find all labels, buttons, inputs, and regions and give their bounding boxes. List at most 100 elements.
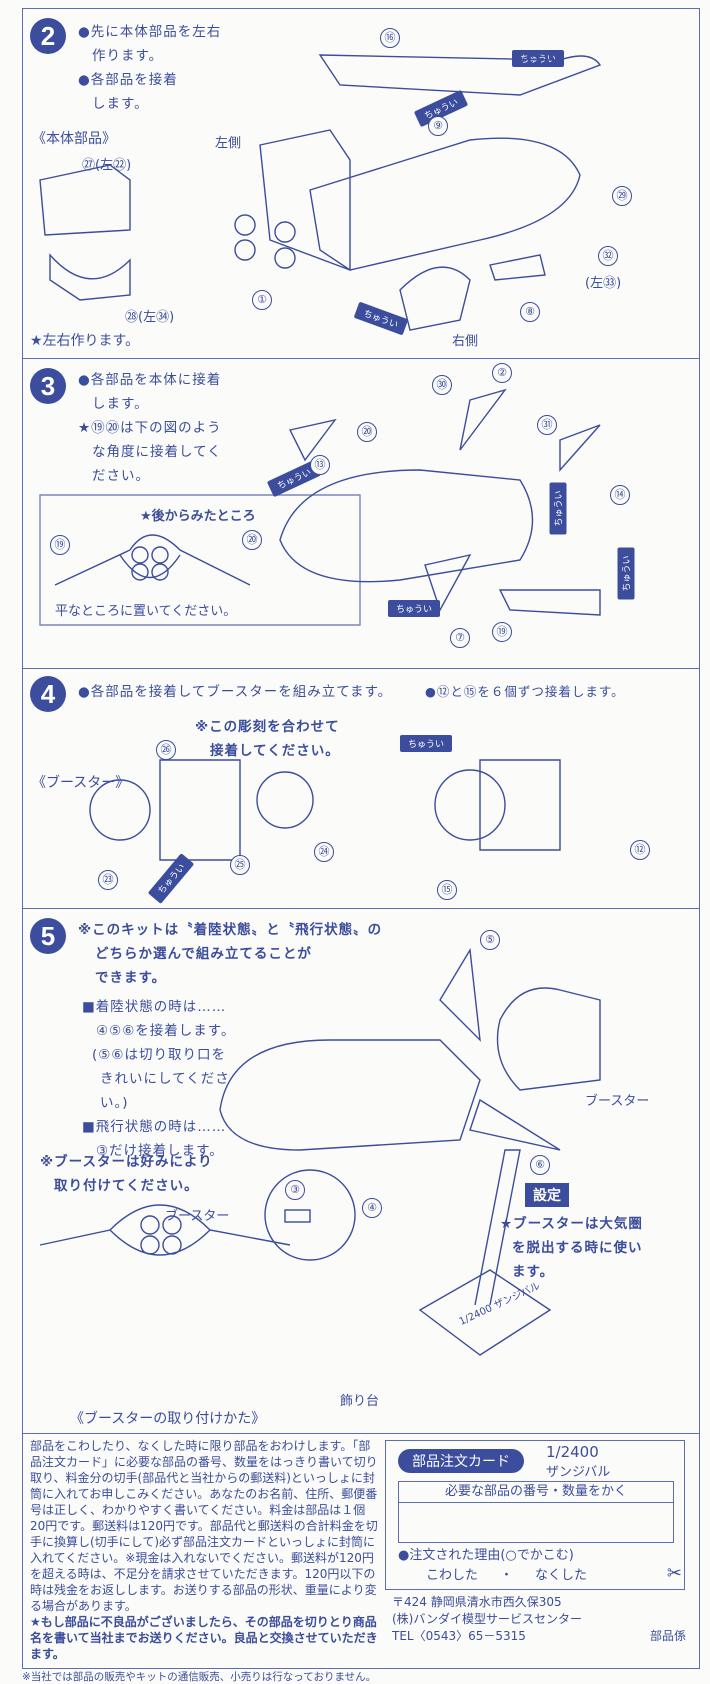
reason-options: こわした ・ なくした [426,1567,587,1585]
line: します。 [92,96,149,112]
line: できます。 [95,970,167,986]
reason-broke[interactable]: こわした [426,1568,479,1583]
defect-note: ★もし部品に不良品がございましたら、その部品を切りとり商品名を書いて当社までお送… [30,1615,378,1661]
part-16: ⑯ [380,28,400,48]
parts-order-card: 部品注文カード 1/2400 ザンジバル 必要な部品の番号・数量をかく ●注文さ… [385,1440,685,1590]
order-panel [22,1433,700,1669]
part-26: ㉖ [156,740,176,760]
rear-view-note: 平なところに置いてください。 [55,604,237,619]
footnote: ※当社では部品の販売やキットの通信販売、小売りは行なっておりません。 [22,1671,377,1683]
card-title: 部品注文カード [398,1449,524,1473]
company-block: 〒424 静岡県清水市西久保305 (株)バンダイ模型サービスセンター TEL〈… [392,1594,692,1645]
company-name: (株)バンダイ模型サービスセンター [392,1612,582,1626]
line: を脱出する時に使い [512,1240,643,1256]
scissors-icon: ✂ [666,1563,682,1584]
part-15: ⑮ [437,880,457,900]
line: ※ブースターは好みにより [40,1154,213,1170]
order-instructions: 部品をこわしたり、なくした時に限り部品をおわけします。「部品注文カード」に必要な… [30,1438,380,1662]
booster-attach-caption: 《ブースターの取り付けかた》 [70,1411,266,1427]
part-7: ⑦ [450,628,470,648]
line: します。 [92,396,149,412]
separator: ・ [500,1568,514,1583]
company-address: 〒424 静岡県清水市西久保305 [392,1595,562,1609]
step-5-panel [22,908,700,1433]
parts-write-box[interactable]: 必要な部品の番号・数量をかく [398,1481,674,1543]
step-3-number: 3 [30,368,66,404]
part-23: ㉓ [98,870,118,890]
part-4: ④ [362,1198,382,1218]
part-8: ⑧ [520,302,540,322]
landing-title: ■着陸状態の時は…… [82,999,227,1015]
company-dept: 部品係 [649,1629,686,1643]
line: ●各部品を本体に接着 [78,372,222,388]
note-make-both-sides: ★左右作ります。 [30,333,140,349]
write-header: 必要な部品の番号・数量をかく [399,1482,673,1503]
booster-label: ブースター [585,1094,650,1109]
reason-lost[interactable]: なくした [535,1568,588,1583]
part-6: ⑥ [530,1155,550,1175]
line: ※この彫刻を合わせて [195,719,340,735]
part-29: ㉙ [612,186,632,206]
line: どちらか選んで組み立てることが [95,946,312,962]
step-3-instructions: ●各部品を本体に接着します。 ★⑲⑳は下の図のような角度に接着してください。 [78,368,222,488]
step-4-instruction: ●各部品を接着してブースターを組み立てます。 [78,684,393,700]
line: ④⑤⑥を接着します。 [96,1023,236,1039]
line: ●先に本体部品を左右 [78,24,222,40]
part-25: ㉕ [230,855,250,875]
ship-drawing [219,1039,481,1151]
part-20: ⑳ [242,530,262,550]
line: 作ります。 [92,48,164,64]
step-4-panel [22,668,700,908]
reason-label: ●注文された理由(○でかこむ) [398,1548,574,1563]
part-12: ⑫ [630,840,650,860]
line: ★⑲⑳は下の図のよう [78,420,222,436]
line: きれいにしてくださ [100,1071,230,1087]
part-13: ⑬ [310,455,330,475]
body-parts-subtitle: 《本体部品》 [32,131,116,147]
step-3-panel [22,358,700,668]
setting-badge: 設定 [525,1183,569,1207]
part-19: ⑲ [50,535,70,555]
line: い。) [100,1095,129,1111]
step-2-instructions: ●先に本体部品を左右作ります。 ●各部品を接着します。 [78,20,221,116]
line: ださい。 [92,468,150,484]
caution-tag: ちゅうい [400,735,453,752]
ship-drawing [279,469,534,583]
line: ★ブースターは大気圏 [500,1216,643,1232]
line: (⑤⑥は切り取り口を [92,1047,226,1063]
part-32: ㉜ [598,246,618,266]
part-31: ㉛ [537,415,557,435]
right-hull-drawing [399,266,471,331]
card-scale: 1/2400 [546,1443,599,1461]
step-4-right-instruction: ●⑫と⑮を６個ずつ接着します。 [425,684,625,699]
company-tel: TEL〈0543〉65－5315 [392,1629,526,1643]
part-3: ③ [285,1180,305,1200]
booster-label: ブースター [165,1209,230,1224]
hull-drawing [309,137,581,271]
company-contact: TEL〈0543〉65－5315 部品係 [392,1628,692,1645]
setting-note: ★ブースターは大気圏を脱出する時に使います。 [500,1212,643,1284]
flying-title: ■飛行状態の時は…… [82,1119,227,1135]
line: ③だけ接着します。 [96,1143,224,1159]
line: ●各部品を接着 [78,72,178,88]
line: ます。 [512,1264,555,1280]
card-model: ザンジバル [546,1465,611,1480]
step-4-note: ※この彫刻を合わせて接着してください。 [195,715,340,763]
left-side-label: 左側 [215,136,242,151]
step-5-number: 5 [30,918,66,954]
line: 接着してください。 [210,743,340,759]
line: な角度に接着してく [92,444,222,460]
part-20: ⑳ [357,422,377,442]
part-5: ⑤ [480,930,500,950]
left-hull-drawing [259,129,351,272]
part-2: ② [492,363,512,383]
step-2-panel [22,8,700,358]
part-1: ① [252,290,272,310]
booster-optional-note: ※ブースターは好みにより取り付けてください。 [40,1150,213,1198]
part-33-label: (左㉝) [585,276,622,291]
caution-tag: ちゅうい [388,600,441,617]
line: ※このキットは〝着陸状態〟と〝飛行状態〟の [78,922,383,938]
part-19: ⑲ [492,622,512,642]
part-16-drawing [318,54,602,96]
